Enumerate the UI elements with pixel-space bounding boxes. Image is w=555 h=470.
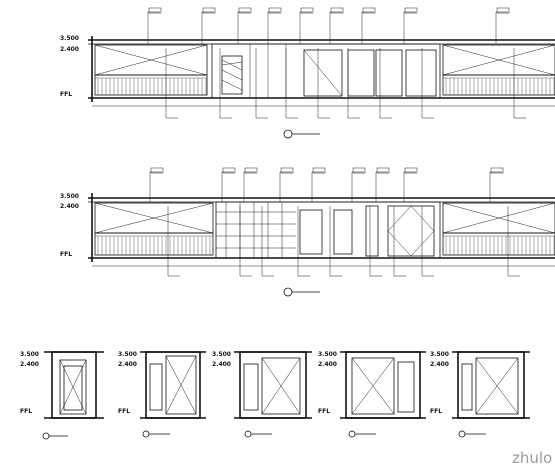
level-label-mid: 2.400 [318, 361, 337, 368]
small-elevation-b: 3.500 2.400 FFL [118, 351, 206, 438]
small-elevation-c: 3.500 2.400 [212, 351, 312, 438]
level-label-mid: 2.400 [60, 203, 79, 210]
level-label-top: 3.500 [118, 351, 137, 358]
level-label-top: 3.500 [20, 351, 39, 358]
level-label-mid: 2.400 [60, 46, 79, 53]
level-label-mid: 2.400 [20, 361, 39, 368]
level-label-floor: FFL [430, 408, 442, 415]
level-label-top: 3.500 [318, 351, 337, 358]
level-label-floor: FFL [118, 408, 130, 415]
level-label-top: 3.500 [60, 35, 79, 42]
watermark: zhulo [512, 449, 552, 467]
level-label-top: 3.500 [430, 351, 449, 358]
small-elevation-e: 3.500 2.400 FFL [430, 351, 530, 438]
level-label-floor: FFL [318, 408, 330, 415]
elevation-2: 3.500 2.400 FFL [60, 167, 555, 297]
level-label-top: 3.500 [60, 193, 79, 200]
level-label-floor: FFL [60, 251, 72, 258]
small-elevation-a: 3.500 2.400 FFL [20, 351, 104, 440]
level-label-floor: FFL [60, 91, 72, 98]
level-label-floor: FFL [20, 408, 32, 415]
level-label-top: 3.500 [212, 351, 231, 358]
small-elevation-d: 3.500 2.400 FFL [318, 351, 426, 438]
level-label-mid: 2.400 [430, 361, 449, 368]
level-label-mid: 2.400 [118, 361, 137, 368]
level-label-mid: 2.400 [212, 361, 231, 368]
elevation-1: 3.500 2.400 FFL [60, 7, 555, 139]
